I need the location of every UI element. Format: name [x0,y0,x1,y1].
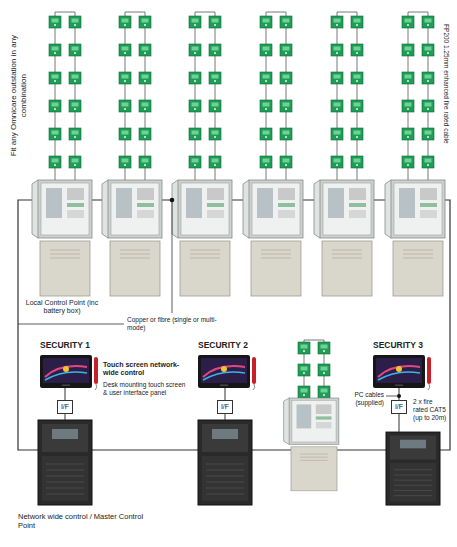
local-control-cabinet [284,398,339,491]
outstation-column [189,12,221,180]
local-control-cabinet [32,180,92,296]
local-control-cabinet [314,180,374,296]
outstation-column [119,12,151,180]
touch-screen-monitor [40,355,98,390]
local-control-cabinet [385,180,445,296]
touch-screen-monitor [373,355,431,390]
side-note: Fit any Omnicare outstation in any combi… [9,20,28,170]
outstation-column [298,340,330,398]
outstation-column [402,12,434,180]
interface-label: I/F [395,403,403,411]
outstation-column [331,12,363,180]
station-title: SECURITY 2 [198,340,248,350]
feature-note: Desk mounting touch screen & user interf… [103,381,189,397]
local-control-cabinet [172,180,232,296]
local-control-cabinet [102,180,162,296]
component-label: Local Control Point (inc battery box) [22,299,102,316]
interface-box: I/F [217,400,233,414]
junction-dot [170,198,175,203]
interface-box: I/F [391,400,407,414]
local-control-cabinet [243,180,303,296]
outstation-column [49,12,81,180]
station-title: SECURITY 3 [373,340,423,350]
outstation-column [260,12,292,180]
leader-line [386,396,397,397]
cable-note: PC cables (supplied) [334,391,384,407]
master-control-cabinet [38,420,92,505]
master-control-cabinet [386,432,440,505]
master-control-cabinet [198,420,252,505]
cable-note: FP200 1.25mm enhanced fire rated cable [442,14,450,154]
touch-screen-monitor [198,355,256,390]
interface-label: I/F [61,403,69,411]
leader-line [18,324,124,325]
cable-note: 2 x fire rated CAT5 (up to 20m) [413,398,449,421]
component-label: Network wide control / Master Control Po… [18,512,148,530]
station-title: SECURITY 1 [40,340,90,350]
feature-heading: Touch screen network-wide control [103,361,193,378]
leader-line [172,202,173,313]
link-note: Copper or fibre (single or multi-mode) [127,316,219,332]
interface-label: I/F [221,403,229,411]
junction-dot [397,394,401,398]
interface-box: I/F [57,400,73,414]
